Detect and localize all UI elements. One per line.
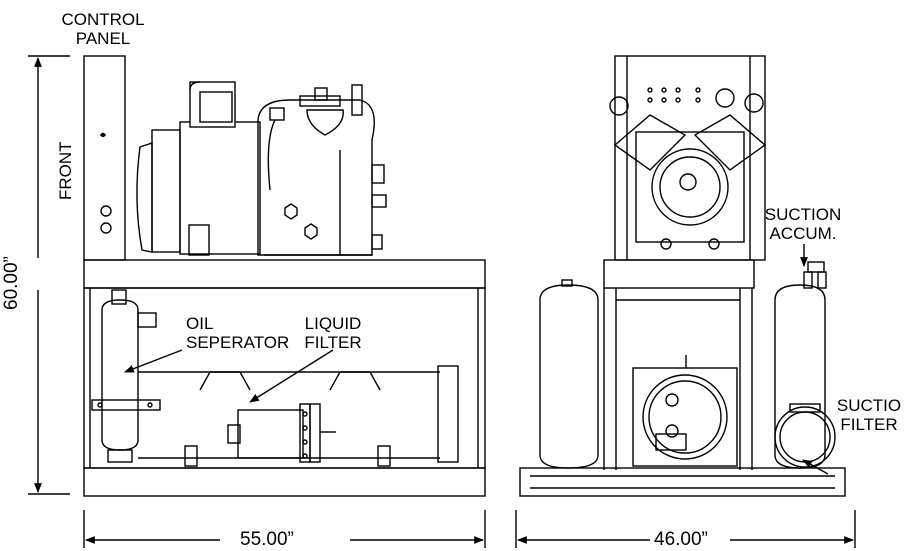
- dimension-height: [28, 55, 70, 495]
- control-panel-label-line2: PANEL: [75, 29, 131, 48]
- receiver-tank: [539, 279, 599, 469]
- dimension-side-width: [83, 510, 486, 548]
- suction-accumulator: [774, 261, 827, 469]
- suction-accum-label: SUCTION ACCUM.: [760, 205, 846, 243]
- oil-separator-label-line1: OIL: [186, 314, 214, 333]
- control-panel-label: CONTROL PANEL: [58, 10, 148, 48]
- control-panel-label-line1: CONTROL: [61, 10, 145, 29]
- oil-separator-label: OIL SEPERATOR: [186, 314, 289, 352]
- oil-separator-label-line2: SEPERATOR: [186, 333, 290, 352]
- liquid-filter-label: LIQUID FILTER: [298, 314, 368, 352]
- oil-separator: [91, 289, 161, 463]
- suction-accum-label-line1: SUCTION: [764, 205, 842, 224]
- side-frame: [83, 259, 486, 497]
- dimension-end-width: [515, 510, 856, 548]
- end-compressor: [609, 55, 767, 261]
- side-piping: [138, 365, 459, 467]
- end-width-dimension-label: 46.00”: [650, 530, 712, 550]
- suction-accum-label-line2: ACCUM.: [769, 224, 837, 243]
- side-compressor: [136, 81, 387, 256]
- liquid-filter: [227, 403, 336, 463]
- side-width-dimension-label: 55.00”: [236, 530, 298, 550]
- control-panel: [83, 55, 126, 261]
- suction-filter-label-line1: SUCTIO: [836, 396, 902, 415]
- end-motor: [632, 355, 738, 467]
- side-view: [83, 55, 486, 497]
- leader-arrows: [124, 244, 829, 475]
- end-frame: [519, 259, 846, 497]
- suction-filter-label-line2: FILTER: [840, 415, 898, 434]
- liquid-filter-label-line1: LIQUID: [304, 314, 362, 333]
- height-dimension-label: 60.00”: [1, 256, 22, 310]
- suction-filter: [774, 403, 836, 468]
- liquid-filter-label-line2: FILTER: [304, 333, 362, 352]
- end-view: [519, 55, 846, 497]
- front-label: FRONT: [56, 141, 75, 200]
- suction-filter-label: SUCTIO FILTER: [834, 396, 904, 434]
